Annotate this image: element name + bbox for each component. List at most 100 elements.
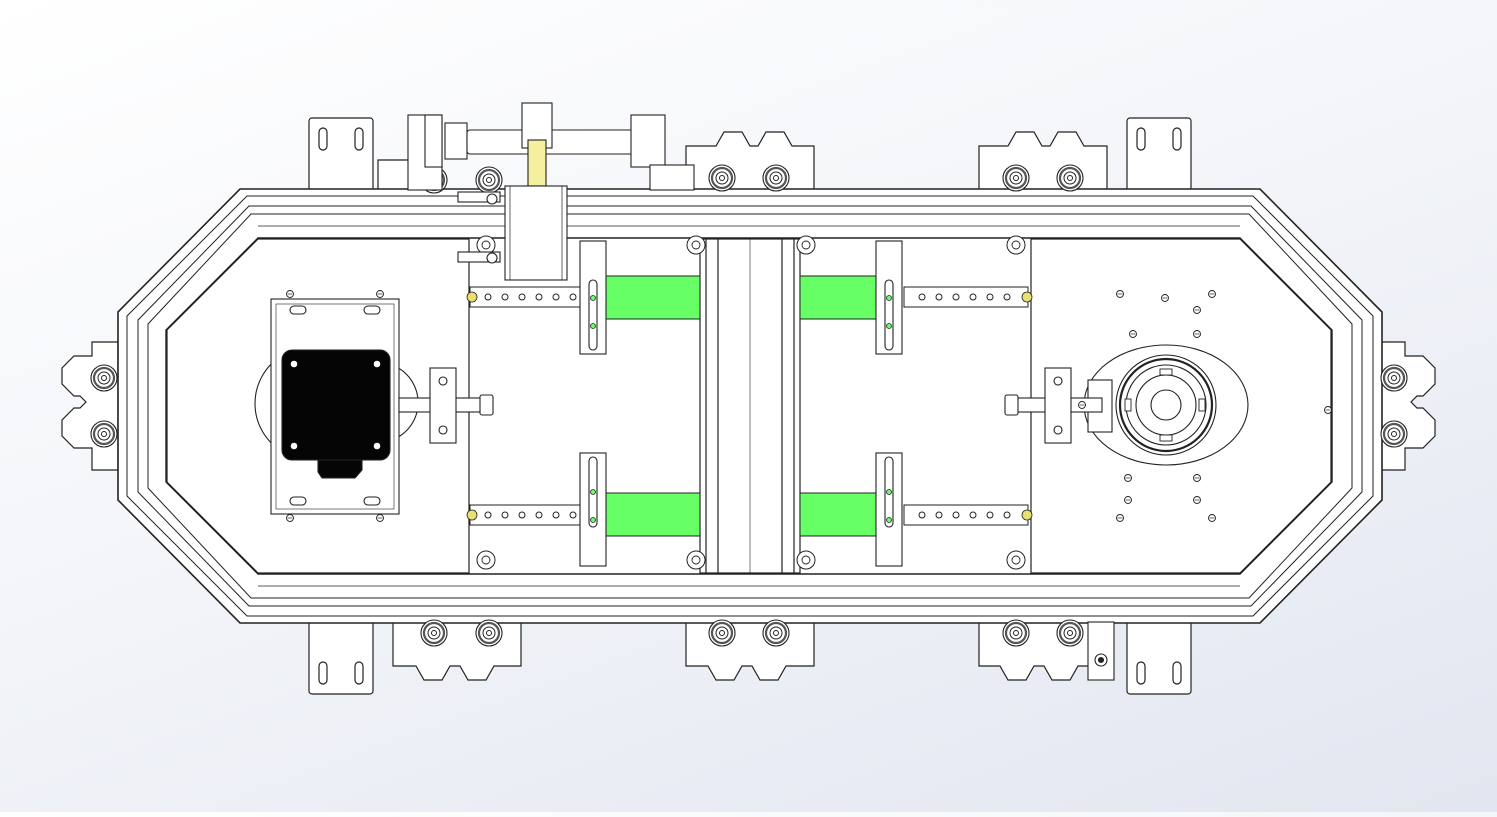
guide-roller-icon [796, 550, 816, 570]
guide-roller-icon [796, 235, 816, 255]
bar-hole [552, 293, 560, 301]
screw-hole [376, 290, 384, 298]
frame-track-line-3 [147, 213, 1353, 599]
end-bracket-left [61, 341, 119, 471]
motor-body [281, 349, 391, 461]
guide-roller-icon [762, 619, 790, 647]
bar-hole [569, 293, 577, 301]
guide-roller-icon [686, 550, 706, 570]
guide-roller-icon [1380, 364, 1408, 392]
motor-base-inner [275, 303, 395, 510]
guide-roller-icon [1002, 164, 1030, 192]
locating-pin-right [1004, 367, 1103, 444]
cylinder-front-foot [649, 164, 695, 191]
motor-connector [317, 459, 363, 479]
screw-hole [1129, 330, 1137, 338]
screw-hole [1193, 330, 1201, 338]
bar-hole [518, 511, 526, 519]
cylinder-port-bottom [457, 251, 501, 263]
end-bracket-right [1380, 341, 1436, 471]
bar-hole [952, 293, 960, 301]
guide-roller-icon [420, 619, 448, 647]
bar-hole [952, 511, 960, 519]
guide-roller-icon [476, 550, 496, 570]
screw-hole [1078, 401, 1086, 409]
guide-block-bottom-right [799, 492, 877, 537]
pneumatic-cylinder-icon [407, 102, 695, 281]
bar-hole [918, 293, 926, 301]
cylinder-piston-rod [527, 139, 547, 187]
bar-hole [501, 511, 509, 519]
clamp-plates [579, 240, 903, 567]
bar-hole [935, 293, 943, 301]
screw-hole [286, 514, 294, 522]
screw-hole [1124, 474, 1132, 482]
mounting-bracket-top-right [1126, 117, 1192, 193]
cylinder-fitting [444, 122, 468, 160]
screw-hole [376, 514, 384, 522]
plate-holes [286, 290, 1332, 522]
roller-housing-bottom-mid [685, 621, 815, 681]
frame-track-line-1 [126, 195, 1374, 617]
guide-roller-icon [1056, 164, 1084, 192]
screw-hole [1193, 496, 1201, 504]
guide-roller-icon [1056, 619, 1084, 647]
mounting-bracket-bottom-left [308, 619, 374, 695]
cylinder-front-bracket [630, 114, 666, 168]
screw-hole [1324, 406, 1332, 414]
guide-roller-icon [1380, 420, 1408, 448]
guide-block-top-left [605, 275, 701, 320]
stopper-dots [466, 291, 1033, 521]
spindle-hub [1150, 389, 1182, 421]
bar-hole [535, 293, 543, 301]
clamp-plate-bottom-right [875, 452, 903, 567]
guide-block-top-right [799, 275, 877, 320]
motor-slot-1 [289, 305, 307, 315]
screw-hole [286, 290, 294, 298]
guide-roller-icon [762, 164, 790, 192]
bar-hole [986, 293, 994, 301]
locating-pins [398, 367, 1103, 444]
bar-hole [484, 293, 492, 301]
bar-hole [986, 511, 994, 519]
bar-hole [569, 511, 577, 519]
green-guide-blocks [605, 275, 877, 537]
guide-roller-icon [90, 420, 118, 448]
bar-holes [484, 293, 1011, 519]
bar-hole [484, 511, 492, 519]
frame-inner-edge [165, 237, 1333, 575]
mounting-bracket-bottom-right [1126, 619, 1192, 695]
motor-slot-2 [363, 305, 381, 315]
frame-track-line-2 [137, 205, 1363, 607]
guide-roller-icon [708, 619, 736, 647]
roller-housing-top-mid [685, 131, 815, 191]
guide-roller-icon [476, 235, 496, 255]
cylinder-port-top [457, 191, 501, 203]
rotary-spindle-icon [1083, 344, 1249, 466]
guide-roller-icon [1006, 550, 1026, 570]
guide-roller-icon [475, 619, 503, 647]
guide-roller-icon [1002, 619, 1030, 647]
bar-hole [552, 511, 560, 519]
screw-hole [1208, 514, 1216, 522]
screw-hole [1193, 474, 1201, 482]
screw-hole [1116, 290, 1124, 298]
sensor-bracket-bottom-right [1087, 621, 1115, 681]
bar-hole [969, 293, 977, 301]
screw-hole [1116, 514, 1124, 522]
guide-block-bottom-left [605, 492, 701, 537]
bar-hole [501, 293, 509, 301]
guide-roller-icon [90, 364, 118, 392]
locating-pin-left [398, 367, 494, 444]
mounting-bracket-top-left [308, 117, 374, 193]
bar-hole [1003, 511, 1011, 519]
bar-hole [518, 293, 526, 301]
stepper-motor-icon [254, 298, 419, 515]
bar-hole [918, 511, 926, 519]
motor-slot-4 [363, 496, 381, 506]
screw-hole [1161, 294, 1169, 302]
roller-housing-top-right [978, 131, 1108, 191]
cylinder-rear-bracket-inner [424, 114, 443, 168]
